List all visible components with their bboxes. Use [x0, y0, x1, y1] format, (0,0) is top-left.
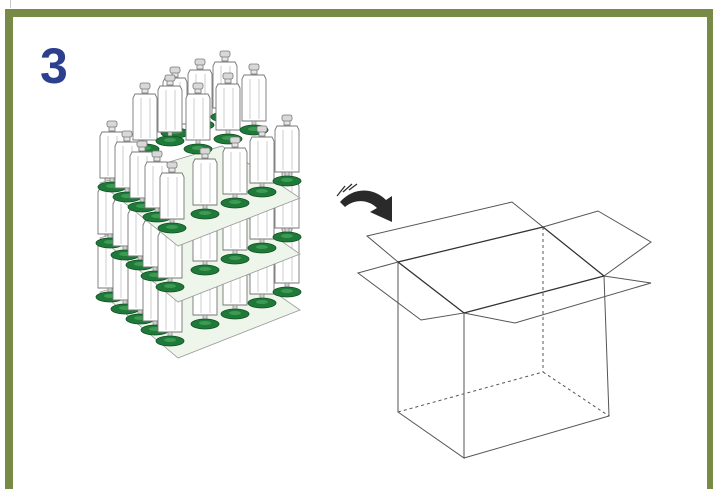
open-box [358, 202, 651, 458]
product-stack [96, 51, 301, 358]
curved-arrow-icon [337, 184, 392, 222]
